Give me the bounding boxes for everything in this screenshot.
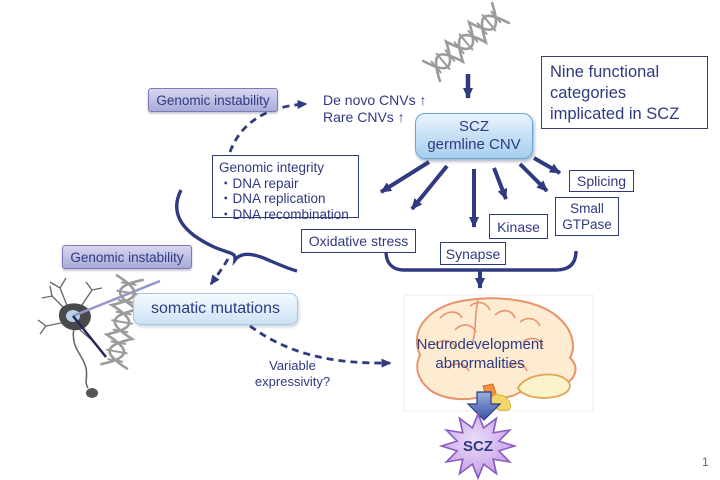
- note-line-1: Nine functional: [550, 63, 660, 81]
- bullet-glyph: ・: [219, 175, 233, 191]
- scz-germline-line-2: germline CNV: [427, 136, 521, 153]
- genomic-instability-bottom-label: Genomic instability: [70, 249, 184, 265]
- category-label: Kinase: [497, 218, 540, 235]
- rare-cnvs-label: Rare CNVs ↑: [323, 109, 405, 125]
- genomic-integrity-item: ・DNA recombination: [219, 207, 352, 223]
- variable-line-1: Variable: [269, 358, 316, 373]
- genomic-instability-tag-top: Genomic instability: [148, 88, 278, 112]
- genomic-instability-tag-bottom: Genomic instability: [62, 245, 192, 269]
- neuro-line-2: abnormalities: [435, 355, 525, 372]
- neurodevelopment-text: Neurodevelopment abnormalities: [400, 335, 560, 373]
- de-novo-cnvs-label: De novo CNVs ↑: [323, 92, 427, 108]
- category-label: GTPase: [562, 216, 612, 232]
- variable-line-2: expressivity?: [254, 374, 331, 389]
- genomic-integrity-item: ・DNA replication: [219, 191, 352, 207]
- scz-germline-line-1: SCZ: [459, 118, 489, 135]
- dna-icon: [421, 1, 511, 83]
- scz-outcome-label: SCZ: [443, 438, 513, 455]
- genomic-instability-top-label: Genomic instability: [156, 92, 270, 108]
- somatic-mutations-label: somatic mutations: [151, 300, 280, 317]
- genomic-integrity-item: ・DNA repair: [219, 176, 352, 192]
- category-label: Small: [570, 200, 604, 216]
- dashed-arrow-brace-to-somatic: [209, 258, 230, 286]
- category-synapse: Synapse: [440, 242, 506, 265]
- scz-germline-cnv-node: SCZ germline CNV: [415, 113, 533, 159]
- category-splicing: Splicing: [569, 170, 634, 192]
- page-number: 1: [702, 455, 709, 469]
- category-label: Synapse: [445, 245, 501, 262]
- genomic-integrity-item-label: DNA recombination: [232, 206, 349, 222]
- dashed-arrow-somatic-to-brain: [249, 324, 392, 368]
- arrow-fan-cnv-to-categories: [379, 156, 561, 228]
- category-small-gtpase: Small GTPase: [555, 197, 619, 236]
- nine-categories-note: Nine functional categories implicated in…: [541, 56, 708, 129]
- category-oxidative-stress: Oxidative stress: [301, 229, 416, 253]
- dashed-arrows: [209, 99, 392, 368]
- category-label: Splicing: [576, 173, 627, 189]
- category-kinase: Kinase: [489, 214, 548, 239]
- note-line-3: implicated in SCZ: [550, 105, 680, 123]
- bullet-glyph: ・: [219, 191, 233, 206]
- brain-icon: [403, 294, 594, 412]
- cnv-effects-text: De novo CNVs ↑ Rare CNVs ↑: [323, 92, 426, 126]
- note-line-2: categories: [550, 84, 627, 102]
- starburst-icon: [438, 411, 518, 480]
- genomic-integrity-box: Genomic integrity ・DNA repair ・DNA repli…: [212, 155, 359, 222]
- block-arrow-icon: [466, 391, 502, 421]
- genomic-integrity-item-label: DNA replication: [232, 191, 326, 206]
- bullet-glyph: ・: [219, 206, 233, 222]
- genomic-integrity-item-label: DNA repair: [232, 175, 299, 191]
- genomic-integrity-title: Genomic integrity: [219, 160, 325, 175]
- category-label: Oxidative stress: [308, 233, 409, 249]
- neuron-icon: [37, 277, 161, 398]
- variable-expressivity-text: Variable expressivity?: [235, 358, 350, 390]
- brace-categories-to-brain: [384, 250, 578, 289]
- scz-outcome-text: SCZ: [463, 438, 493, 455]
- brace-integrity-to-somatic: [175, 189, 298, 273]
- somatic-mutations-node: somatic mutations: [133, 293, 298, 325]
- page-number-text: 1: [702, 455, 709, 469]
- neuro-line-1: Neurodevelopment: [416, 336, 544, 353]
